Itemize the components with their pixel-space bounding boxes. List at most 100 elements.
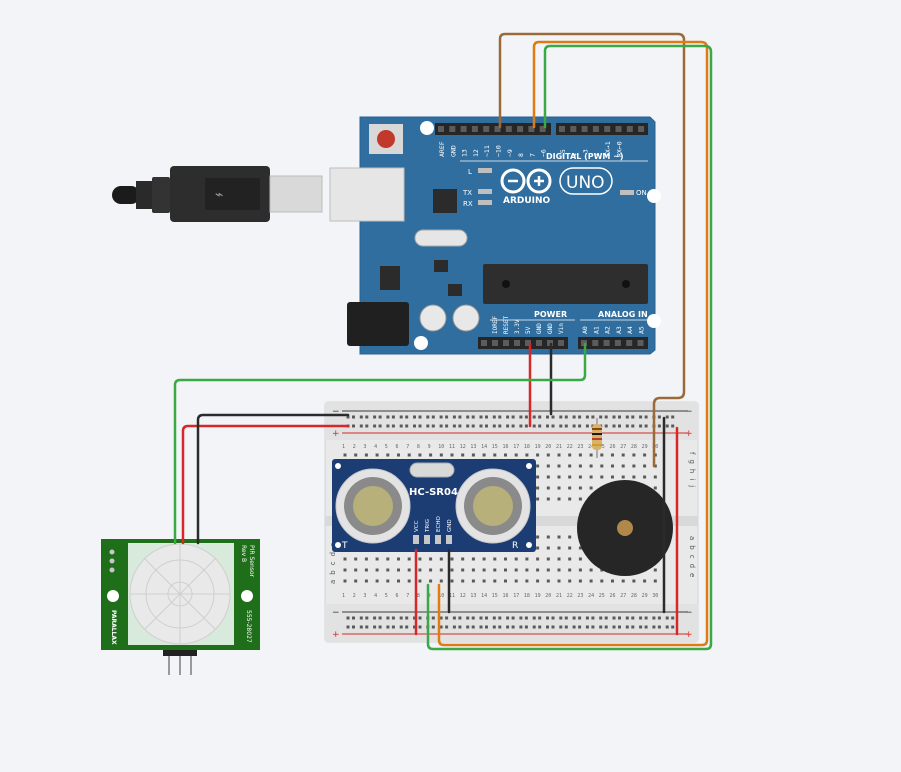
bb-col-number: 23 (577, 444, 583, 450)
bb-col-number: 5 (385, 593, 388, 599)
sr04-pin-label: GND (447, 519, 453, 532)
digital-pin-label: RX←0 (616, 141, 624, 157)
bb-col-number: 13 (470, 593, 476, 599)
usb-symbol-icon: ⌁ (215, 187, 223, 203)
digital-header-right[interactable] (556, 123, 648, 135)
bb-col-number: 15 (492, 593, 498, 599)
digital-pin-label: 13 (461, 149, 469, 157)
led-label-l: L (468, 168, 472, 176)
usb-cable[interactable]: ⌁ (112, 166, 323, 222)
pir-label-part: 555-28027 (245, 610, 252, 643)
power-pin-header[interactable] (478, 337, 568, 349)
atmega-chip (483, 264, 648, 304)
bb-row-letters-top: fghij (688, 452, 696, 492)
analog-pin-label: A4 (626, 326, 634, 334)
bb-col-number: 24 (588, 444, 594, 450)
wire-pin9-orange[interactable] (437, 40, 709, 647)
pir-label-rev: Rev B (240, 545, 247, 562)
pir-motion-sensor[interactable]: PIR Sensor Rev B 555-28027 PARALLAX (101, 539, 260, 675)
crystal (414, 229, 468, 247)
sr04-pin[interactable] (446, 535, 452, 544)
sr04-pin[interactable] (424, 535, 430, 544)
bb-col-number: 27 (620, 593, 626, 599)
bb-col-number: 8 (417, 593, 420, 599)
wire-pin8-green[interactable] (426, 44, 713, 651)
analog-header: ANALOG IN (598, 310, 648, 319)
arduino-uno[interactable]: ⌁ L TX RX ON (112, 116, 661, 355)
wire-pir-red[interactable] (181, 424, 350, 545)
voltage-regulator (380, 266, 400, 290)
bb-col-number: 13 (470, 444, 476, 450)
sr04-right-mark: R (512, 541, 518, 551)
analog-pin-label: A0 (581, 326, 589, 334)
power-pin-label: Vin (558, 323, 565, 334)
wire-pir-black[interactable] (196, 413, 350, 545)
digital-pin-label: AREF (438, 141, 446, 157)
bb-minus-left-bottom: − (332, 608, 340, 618)
bb-col-number: 7 (406, 444, 409, 450)
bb-col-number: 20 (545, 593, 551, 599)
led-label-rx: RX (463, 200, 473, 208)
bb-col-number: 26 (610, 444, 616, 450)
bb-col-number: 10 (438, 593, 444, 599)
bb-col-number: 22 (567, 444, 573, 450)
bb-col-number: 19 (535, 444, 541, 450)
bb-col-number: 30 (652, 444, 658, 450)
sr04-pin[interactable] (413, 535, 419, 544)
bb-col-number: 17 (513, 593, 519, 599)
bb-col-number: 23 (577, 593, 583, 599)
sr04-pin[interactable] (435, 535, 441, 544)
piezo-buzzer[interactable] (577, 480, 673, 576)
pir-label-top: PIR Sensor (248, 545, 255, 578)
sr04-pin-label: VCC (414, 520, 420, 532)
power-header: POWER (534, 310, 567, 319)
bb-col-number: 24 (588, 593, 594, 599)
bb-row-letters-left-bottom: abcde (329, 538, 337, 584)
bb-col-number: 3 (363, 444, 366, 450)
digital-pin-label: ~9 (506, 149, 514, 157)
power-pin-label: GND (536, 323, 543, 334)
bb-col-number: 6 (396, 444, 399, 450)
uno-badge: UNO (566, 173, 605, 193)
analog-pin-label: A1 (592, 326, 600, 334)
bb-col-number: 4 (374, 593, 377, 599)
bb-col-number: 18 (524, 444, 530, 450)
bb-col-number: 3 (363, 593, 366, 599)
arduino-wordmark: ARDUINO (503, 196, 551, 206)
digital-pin-label: 12 (472, 149, 480, 157)
usb-b-port (329, 167, 405, 222)
power-pin-label: GND (547, 323, 554, 334)
bb-plus-left-bottom: + (332, 630, 340, 640)
bb-col-number: 1 (342, 593, 345, 599)
power-pin-label: IOREF (492, 316, 499, 334)
bb-col-number: 16 (503, 444, 509, 450)
sr04-crystal (409, 462, 455, 478)
wire-a0-green[interactable] (173, 342, 587, 545)
reset-button[interactable] (377, 130, 395, 148)
bb-col-number: 1 (342, 444, 345, 450)
bb-col-number: 28 (631, 593, 637, 599)
usb-chip (433, 189, 457, 213)
bb-col-number: 19 (535, 593, 541, 599)
pir-label-brand: PARALLAX (110, 610, 117, 645)
bb-col-number: 7 (406, 593, 409, 599)
breadboard-holes[interactable] (343, 415, 675, 629)
digital-pin-label: 4 (570, 153, 578, 157)
bb-minus-right-top: − (685, 407, 693, 417)
wire-pin12-brown[interactable] (498, 32, 686, 468)
mount-hole (647, 189, 661, 203)
bb-col-number: 12 (460, 593, 466, 599)
digital-pin-label: ~3 (582, 149, 590, 157)
bb-minus-left-top: − (332, 407, 340, 417)
bb-col-number: 29 (642, 444, 648, 450)
bb-col-number: 20 (545, 444, 551, 450)
sr04-pin-label: ECHO (436, 516, 442, 532)
digital-header: DIGITAL (PWM ~) (546, 152, 624, 161)
analog-pin-label: A2 (604, 326, 612, 334)
mount-hole (414, 336, 428, 350)
bb-col-number: 10 (438, 444, 444, 450)
digital-pin-label: 7 (528, 153, 536, 157)
analog-pin-label: A3 (615, 326, 623, 334)
resistor[interactable] (592, 418, 602, 458)
